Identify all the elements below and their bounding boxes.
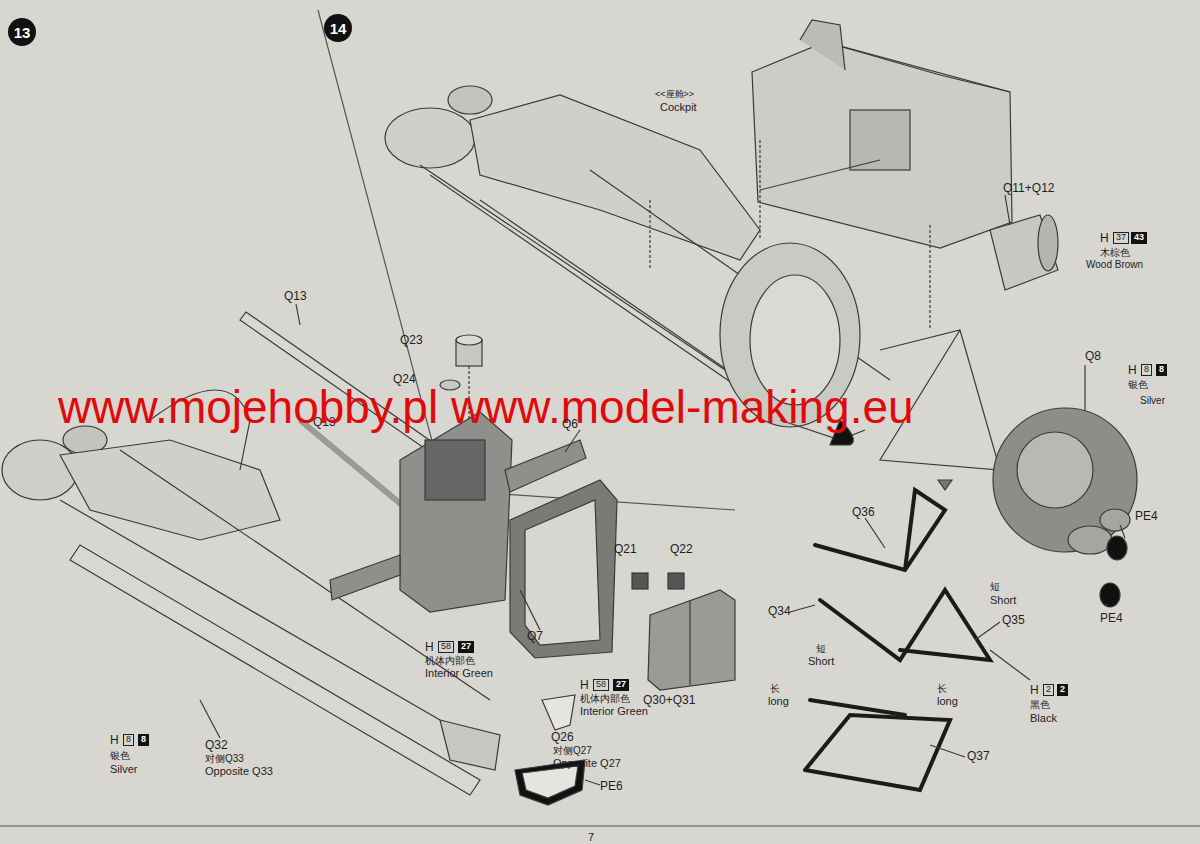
part-label: Q11+Q12 <box>1003 182 1054 195</box>
paint-code: 8 <box>1141 364 1152 376</box>
part-label: Q6 <box>562 418 578 431</box>
paint-code-alt: 27 <box>613 679 629 691</box>
part-label: Opposite Q33 <box>205 765 273 777</box>
part-label: 短 <box>990 581 1000 592</box>
paint-code: 37 <box>1113 232 1129 244</box>
part-label: Wood Brown <box>1086 259 1143 270</box>
part-label: 长 <box>770 683 780 694</box>
part-label: Q13 <box>284 290 307 303</box>
part-label: Q8 <box>1085 350 1101 363</box>
part-label: H <box>1128 364 1137 377</box>
part-label: 银色 <box>1128 379 1148 390</box>
part-label: Q22 <box>670 543 693 556</box>
part-label: long <box>768 695 789 707</box>
part-label: 银色 <box>110 750 130 761</box>
part-label: 长 <box>937 683 947 694</box>
part-label: Q23 <box>400 334 423 347</box>
part-label: 对侧Q33 <box>205 753 244 764</box>
part-label: 短 <box>816 643 826 654</box>
paint-code-alt: 8 <box>1156 364 1167 376</box>
part-label: long <box>937 695 958 707</box>
step-number-text: 13 <box>14 24 31 41</box>
part-label: Short <box>990 594 1016 606</box>
part-label: 机体内部色 <box>580 693 630 704</box>
part-label: H <box>580 679 589 692</box>
step-number: 13 <box>8 18 36 46</box>
paint-code: 58 <box>593 679 609 691</box>
paint-code: 2 <box>1043 684 1054 696</box>
part-label: Interior Green <box>425 667 493 679</box>
step-number-text: 14 <box>330 20 347 37</box>
part-label: 黑色 <box>1030 699 1050 710</box>
part-label: Q36 <box>852 506 875 519</box>
part-label: 机体内部色 <box>425 655 475 666</box>
part-label: Q26 <box>551 731 574 744</box>
part-label: H <box>110 734 119 747</box>
part-label: Q32 <box>205 739 228 752</box>
part-label: Q7 <box>527 630 543 643</box>
part-label: Q35 <box>1002 614 1025 627</box>
part-label: Black <box>1030 712 1057 724</box>
part-label: Q34 <box>768 605 791 618</box>
part-label: PE4 <box>1135 510 1158 523</box>
paint-code-alt: 8 <box>138 734 149 746</box>
watermark: www.mojehobby.pl www.model-making.eu <box>58 382 914 433</box>
step-number: 14 <box>324 14 352 42</box>
part-label: Q21 <box>614 543 637 556</box>
part-label: PE4 <box>1100 612 1123 625</box>
paint-code-alt: 27 <box>458 641 474 653</box>
part-label: Q37 <box>967 750 990 763</box>
part-label: PE6 <box>600 780 623 793</box>
panel-divider <box>318 10 735 510</box>
part-label: Short <box>808 655 834 667</box>
part-label: H <box>1100 232 1109 245</box>
paint-code-alt: 2 <box>1057 684 1068 696</box>
part-label: 7 <box>588 831 594 843</box>
paint-code: 8 <box>123 734 134 746</box>
part-label: Q30+Q31 <box>643 694 695 707</box>
paint-code: 58 <box>438 641 454 653</box>
part-label: Silver <box>110 763 138 775</box>
part-label: Opposite Q27 <box>553 757 621 769</box>
part-label: 木棕色 <box>1100 247 1130 258</box>
paint-code-alt: 43 <box>1131 232 1147 244</box>
part-label: H <box>425 641 434 654</box>
part-label: 对侧Q27 <box>553 745 592 756</box>
part-label: Cockpit <box>660 101 697 113</box>
part-label: Silver <box>1140 395 1165 406</box>
part-label: Interior Green <box>580 705 648 717</box>
part-label: <<座舱>> <box>655 90 694 100</box>
part-label: H <box>1030 684 1039 697</box>
